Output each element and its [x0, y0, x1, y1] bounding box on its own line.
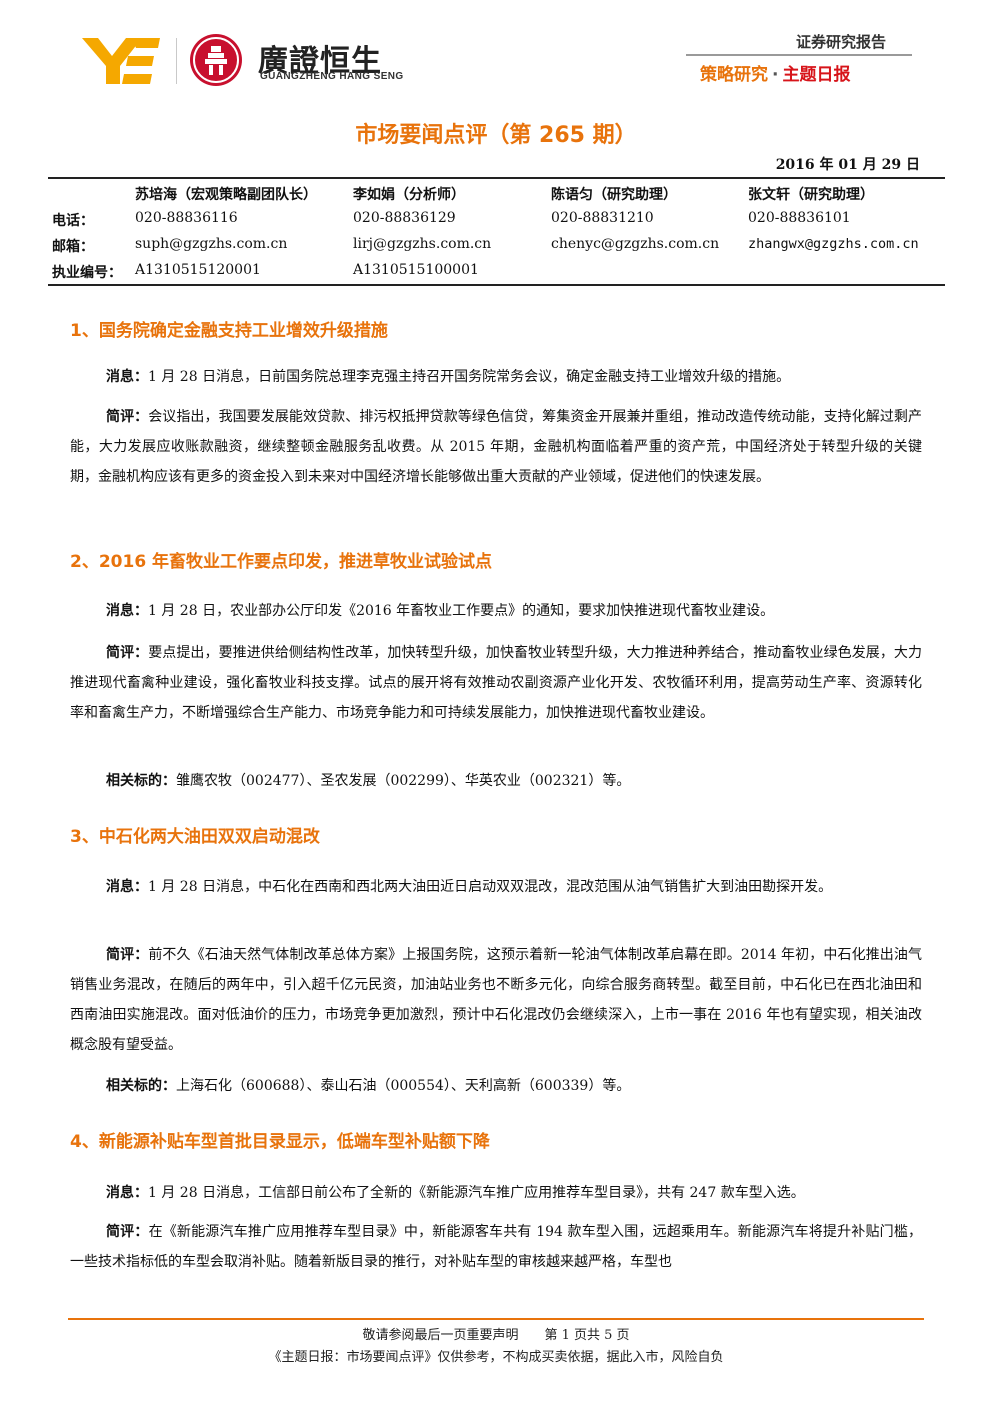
related-stocks: 雏鹰农牧（002477）、圣农发展（002299）、华英农业（002321）等。	[176, 773, 631, 789]
brand-name-en: GUANGZHENG HANG SENG	[260, 71, 404, 82]
section-heading: 1、国务院确定金融支持工业增效升级措施	[70, 321, 388, 341]
document-title: 市场要闻点评（第 265 期）	[355, 123, 637, 148]
company-logo-mark	[82, 36, 160, 86]
report-subtitle: 策略研究·主题日报	[700, 60, 850, 85]
news-text: 1 月 28 日消息，中石化在西南和西北两大油田近日启动双双混改，混改范围从油气…	[148, 879, 833, 895]
news-paragraph: 消息：1 月 28 日，农业部办公厅印发《2016 年畜牧业工作要点》的通知，要…	[70, 596, 922, 626]
analyst-license: A1310515100001	[353, 262, 479, 278]
analyst-phone: 020-88831210	[551, 210, 654, 226]
comment-text: 要点提出，要推进供给侧结构性改革，加快转型升级，加快畜牧业转型升级，大力推进种养…	[70, 645, 923, 721]
report-type: 证券研究报告	[795, 33, 886, 51]
comment-text: 前不久《石油天然气体制改革总体方案》上报国务院，这预示着新一轮油气体制改革启幕在…	[70, 947, 923, 1053]
analyst-license: A1310515120001	[135, 262, 261, 278]
comment-paragraph: 简评：会议指出，我国要发展能效贷款、排污权抵押贷款等绿色信贷，筹集资金开展兼并重…	[70, 402, 922, 492]
analyst-phone: 020-88836116	[135, 210, 238, 226]
comment-label: 简评：	[106, 409, 149, 425]
section-heading: 2、2016 年畜牧业工作要点印发，推进草牧业试验试点	[70, 552, 493, 572]
comment-text: 在《新能源汽车推广应用推荐车型目录》中，新能源客车共有 194 款车型入围，远超…	[70, 1224, 923, 1270]
report-type-divider	[686, 54, 912, 56]
comment-label: 简评：	[106, 645, 149, 661]
section-heading: 4、新能源补贴车型首批目录显示，低端车型补贴额下降	[70, 1132, 490, 1152]
analyst-email: lirj@gzgzhs.com.cn	[353, 236, 492, 252]
analyst-name: 张文轩（研究助理）	[748, 187, 874, 203]
company-seal-logo	[190, 34, 242, 86]
analyst-name: 陈语匀（研究助理）	[551, 187, 677, 203]
report-subtitle-separator: ·	[772, 65, 779, 85]
row-label-license: 执业编号：	[52, 265, 122, 281]
analyst-table-bottom-rule	[48, 284, 945, 286]
analyst-name: 李如娟（分析师）	[353, 187, 465, 203]
news-paragraph: 消息：1 月 28 日消息，工信部日前公布了全新的《新能源汽车推广应用推荐车型目…	[70, 1178, 922, 1208]
related-label: 相关标的：	[106, 1078, 176, 1094]
analyst-phone: 020-88836129	[353, 210, 456, 226]
comment-label: 简评：	[106, 947, 149, 963]
brand-name-cn: 廣證恒生	[258, 44, 382, 79]
logo-divider	[176, 38, 177, 84]
analyst-email: zhangwx@gzgzhs.com.cn	[748, 236, 919, 252]
comment-label: 简评：	[106, 1224, 149, 1240]
related-stocks-paragraph: 相关标的：上海石化（600688）、泰山石油（000554）、天利高新（6003…	[70, 1071, 922, 1101]
news-label: 消息：	[106, 879, 148, 895]
comment-paragraph: 简评：在《新能源汽车推广应用推荐车型目录》中，新能源客车共有 194 款车型入围…	[70, 1217, 922, 1277]
document-date: 2016 年 01 月 29 日	[775, 157, 920, 173]
row-label-email: 邮箱：	[52, 239, 94, 255]
comment-text: 会议指出，我国要发展能效贷款、排污权抵押贷款等绿色信贷，筹集资金开展兼并重组，推…	[70, 409, 923, 485]
footer-disclaimer: 《主题日报：市场要闻点评》仅供参考，不构成买卖依据，据此入市，风险自负	[268, 1350, 724, 1365]
report-subtitle-series: 主题日报	[782, 65, 851, 85]
related-stocks: 上海石化（600688）、泰山石油（000554）、天利高新（600339）等。	[176, 1078, 631, 1094]
comment-paragraph: 简评：前不久《石油天然气体制改革总体方案》上报国务院，这预示着新一轮油气体制改革…	[70, 940, 922, 1060]
news-text: 1 月 28 日，农业部办公厅印发《2016 年畜牧业工作要点》的通知，要求加快…	[148, 603, 775, 619]
analyst-email: chenyc@gzgzhs.com.cn	[551, 236, 720, 252]
analyst-table-top-rule	[48, 177, 945, 179]
related-label: 相关标的：	[106, 773, 176, 789]
analyst-phone: 020-88836101	[748, 210, 851, 226]
footer-rule	[68, 1318, 924, 1320]
section-heading: 3、中石化两大油田双双启动混改	[70, 827, 320, 847]
report-subtitle-category: 策略研究	[700, 65, 768, 85]
footer-page-info: 敬请参阅最后一页重要声明 第 1 页共 5 页	[362, 1328, 630, 1343]
analyst-name: 苏培海（宏观策略副团队长）	[135, 187, 317, 203]
news-label: 消息：	[106, 603, 148, 619]
analyst-email: suph@gzgzhs.com.cn	[135, 236, 288, 252]
news-text: 1 月 28 日消息，工信部日前公布了全新的《新能源汽车推广应用推荐车型目录》，…	[148, 1185, 805, 1201]
news-text: 1 月 28 日消息，日前国务院总理李克强主持召开国务院常务会议，确定金融支持工…	[148, 369, 791, 385]
news-paragraph: 消息：1 月 28 日消息，日前国务院总理李克强主持召开国务院常务会议，确定金融…	[70, 362, 922, 392]
related-stocks-paragraph: 相关标的：雏鹰农牧（002477）、圣农发展（002299）、华英农业（0023…	[70, 766, 922, 796]
comment-paragraph: 简评：要点提出，要推进供给侧结构性改革，加快转型升级，加快畜牧业转型升级，大力推…	[70, 638, 922, 728]
row-label-phone: 电话：	[52, 213, 94, 229]
news-label: 消息：	[106, 369, 148, 385]
news-label: 消息：	[106, 1185, 148, 1201]
news-paragraph: 消息：1 月 28 日消息，中石化在西南和西北两大油田近日启动双双混改，混改范围…	[70, 872, 922, 902]
